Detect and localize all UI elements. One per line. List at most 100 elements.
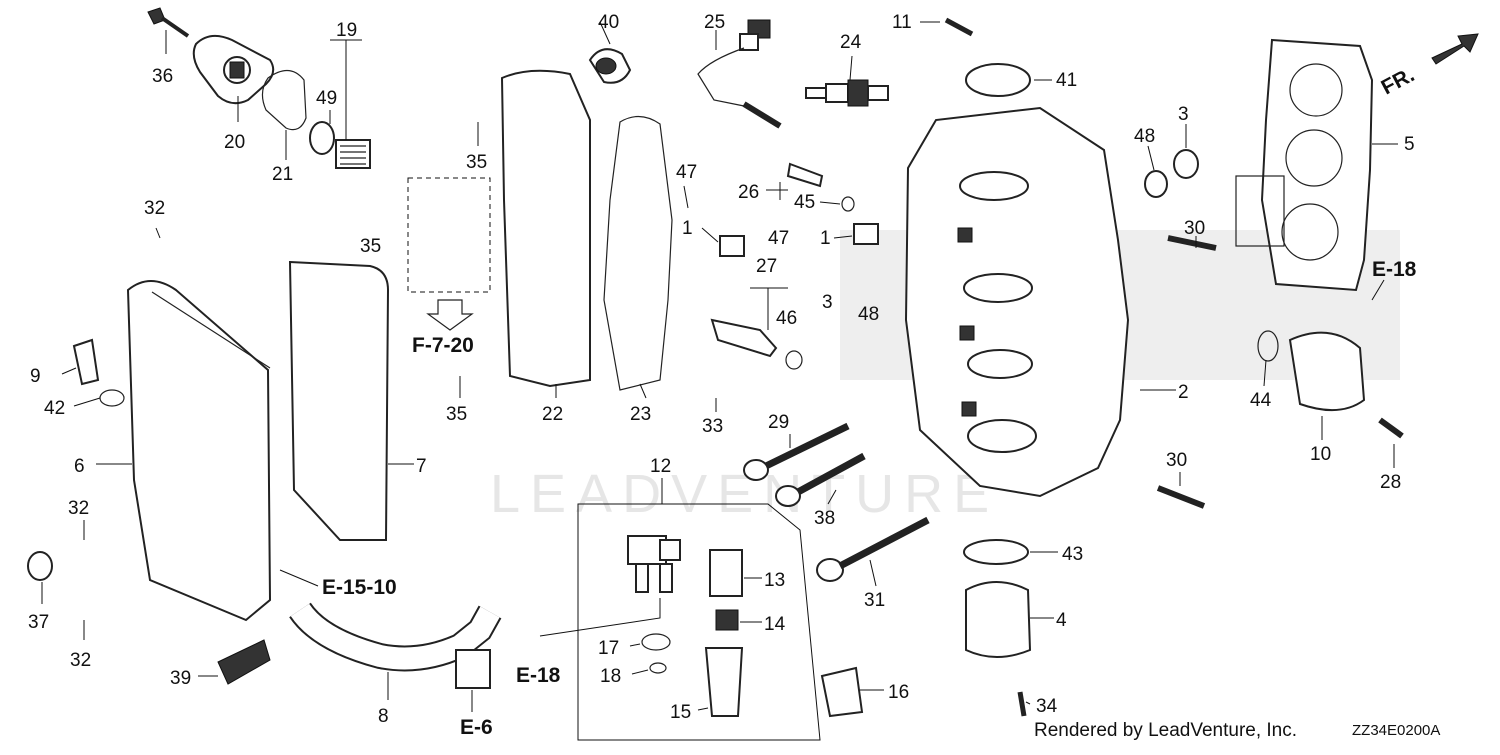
ref-e-18-bottom[interactable]: E-18 xyxy=(516,664,561,687)
part-4-sleeve xyxy=(965,581,1032,658)
part-18-o-ring xyxy=(649,662,667,674)
callout-12: 12 xyxy=(650,456,671,477)
ref-e-18-top[interactable]: E-18 xyxy=(1372,258,1417,281)
callout-48-top: 48 xyxy=(1134,126,1155,147)
part-40-cap xyxy=(588,48,632,84)
callout-4: 4 xyxy=(1056,610,1067,631)
part-24-spark-plug xyxy=(805,79,889,107)
part-21-gasket xyxy=(261,69,307,131)
watermark-text: LEADVENTURE xyxy=(490,464,999,524)
part-12-fitting xyxy=(627,535,681,593)
callout-45: 45 xyxy=(794,192,815,213)
part-7-gasket xyxy=(288,260,390,541)
callout-30-top: 30 xyxy=(1184,218,1205,239)
callout-6: 6 xyxy=(74,456,85,477)
ref-e-15-10[interactable]: E-15-10 xyxy=(322,576,397,599)
callout-5: 5 xyxy=(1404,134,1415,155)
callout-27: 27 xyxy=(756,256,777,277)
part-30-stud-upper xyxy=(1167,235,1217,251)
ref-f-7-20[interactable]: F-7-20 xyxy=(412,334,474,357)
part-11-pin xyxy=(944,17,974,37)
callout-3-mid: 3 xyxy=(822,292,833,313)
part-43-o-ring xyxy=(963,539,1029,565)
part-14-nut xyxy=(715,609,739,631)
front-direction-arrow: FR. xyxy=(1378,33,1479,99)
callout-2: 2 xyxy=(1178,382,1189,403)
part-41-seal xyxy=(965,63,1031,97)
callout-1-left: 1 xyxy=(682,218,693,239)
callout-29: 29 xyxy=(768,412,789,433)
part-6-cover xyxy=(126,280,272,622)
callout-42: 42 xyxy=(44,398,65,419)
part-46-o-ring xyxy=(785,350,803,370)
part-45-o-ring xyxy=(841,196,855,212)
part-26-sensor xyxy=(786,162,824,188)
part-29-bolt xyxy=(743,422,850,481)
callout-25: 25 xyxy=(704,12,725,33)
callout-48-mid: 48 xyxy=(858,304,879,325)
part-5-head-gasket xyxy=(1235,38,1374,292)
callout-1-right: 1 xyxy=(820,228,831,249)
part-25-sensor xyxy=(697,19,782,129)
callout-30-bottom: 30 xyxy=(1166,450,1187,471)
part-13-filter xyxy=(709,549,743,597)
callout-28: 28 xyxy=(1380,472,1401,493)
part-49-ring xyxy=(309,121,335,155)
part-48-washer xyxy=(1144,170,1168,198)
callout-19: 19 xyxy=(336,20,357,41)
part-2-cylinder-head xyxy=(904,106,1130,498)
callout-47-mid: 47 xyxy=(768,228,789,249)
callout-21: 21 xyxy=(272,164,293,185)
callout-47-top: 47 xyxy=(676,162,697,183)
callout-17: 17 xyxy=(598,638,619,659)
callout-33: 33 xyxy=(702,416,723,437)
leader-lines xyxy=(41,21,1398,712)
callout-32-bottom: 32 xyxy=(70,650,91,671)
part-38-bolt xyxy=(775,452,866,507)
callout-46: 46 xyxy=(776,308,797,329)
callout-26: 26 xyxy=(738,182,759,203)
callout-36: 36 xyxy=(152,66,173,87)
callout-44: 44 xyxy=(1250,390,1272,411)
ref-e-6[interactable]: E-6 xyxy=(460,716,493,739)
callout-49: 49 xyxy=(316,88,337,109)
callout-18: 18 xyxy=(600,666,621,687)
part-28-bolt xyxy=(1378,417,1404,439)
part-22-cover xyxy=(500,69,591,388)
part-36-bolt xyxy=(147,7,190,38)
part-31-bolt xyxy=(816,516,930,582)
callout-32-top: 32 xyxy=(144,198,165,219)
callout-8: 8 xyxy=(378,706,389,727)
part-37-cap xyxy=(27,551,53,581)
detail-box-f720 xyxy=(407,177,491,293)
callout-24: 24 xyxy=(840,32,862,53)
detail-box-12 xyxy=(577,503,821,741)
callout-37: 37 xyxy=(28,612,49,633)
callout-34: 34 xyxy=(1036,696,1058,717)
callout-41: 41 xyxy=(1056,70,1077,91)
callout-35-mid: 35 xyxy=(360,236,381,257)
part-39-clamp xyxy=(217,639,271,685)
callout-39: 39 xyxy=(170,668,191,689)
part-20-housing xyxy=(192,34,275,105)
callout-31: 31 xyxy=(864,590,885,611)
part-34-bolt xyxy=(1017,691,1027,717)
callout-9: 9 xyxy=(30,366,41,387)
credit-text: Rendered by LeadVenture, Inc. xyxy=(1034,720,1298,741)
callout-40: 40 xyxy=(598,12,619,33)
callout-7: 7 xyxy=(416,456,427,477)
callout-23: 23 xyxy=(630,404,651,425)
part-10-housing xyxy=(1288,331,1366,412)
callout-15: 15 xyxy=(670,702,691,723)
part-27-sensor xyxy=(710,318,778,358)
part-3-plug xyxy=(1173,149,1199,179)
part-9-plug xyxy=(72,338,100,386)
diagram-code: ZZ34E0200A xyxy=(1352,722,1441,739)
callout-32-mid: 32 xyxy=(68,498,89,519)
callout-43: 43 xyxy=(1062,544,1083,565)
part-1-collar-b xyxy=(853,223,879,245)
part-19-thermostat xyxy=(335,139,371,169)
part-8-hose-end xyxy=(455,649,491,689)
